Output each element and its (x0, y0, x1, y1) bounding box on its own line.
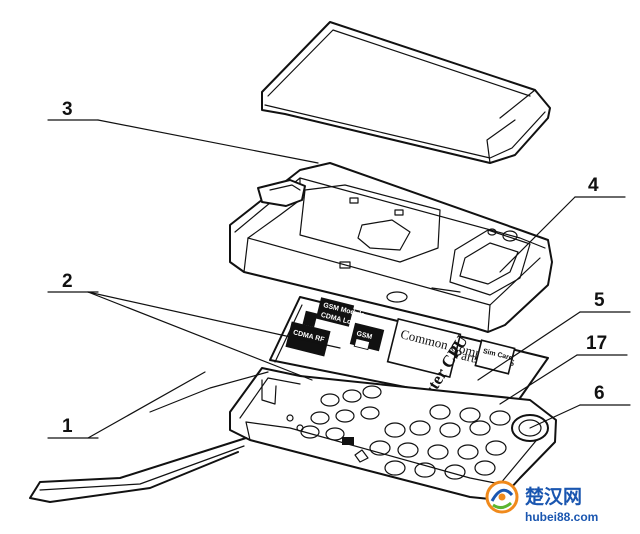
callout-labels: 3 4 2 5 17 6 1 (62, 99, 607, 437)
common-components-box: Common Components Parts (386, 317, 517, 379)
chip-cdma-rf: CDMA RF (285, 321, 331, 357)
circuit-board: GSM Module CDMA Logic CDMA RF GSM Common… (269, 296, 549, 419)
callout-4: 4 (588, 175, 599, 196)
callout-17: 17 (586, 333, 607, 354)
svg-text:GSM: GSM (356, 330, 373, 341)
battery-cover (261, 21, 551, 164)
chip-gsm: GSM (349, 322, 385, 352)
watermark-url: hubei88.com (525, 510, 598, 524)
callout-5: 5 (594, 290, 605, 311)
callout-2: 2 (62, 271, 73, 292)
flex-cable (29, 371, 269, 503)
keypad-buttons (300, 385, 511, 480)
callout-1: 1 (62, 416, 73, 437)
sim-card-box: Sim Card (474, 339, 516, 375)
leader-lines (47, 119, 631, 439)
svg-text:Parts: Parts (453, 346, 482, 367)
callout-3: 3 (62, 99, 73, 120)
callout-6: 6 (594, 383, 605, 404)
housing-frame (229, 162, 553, 333)
watermark-logo-icon (485, 480, 519, 514)
watermark: 楚汉网 hubei88.com (485, 480, 598, 524)
watermark-text-cn: 楚汉网 (525, 485, 582, 508)
